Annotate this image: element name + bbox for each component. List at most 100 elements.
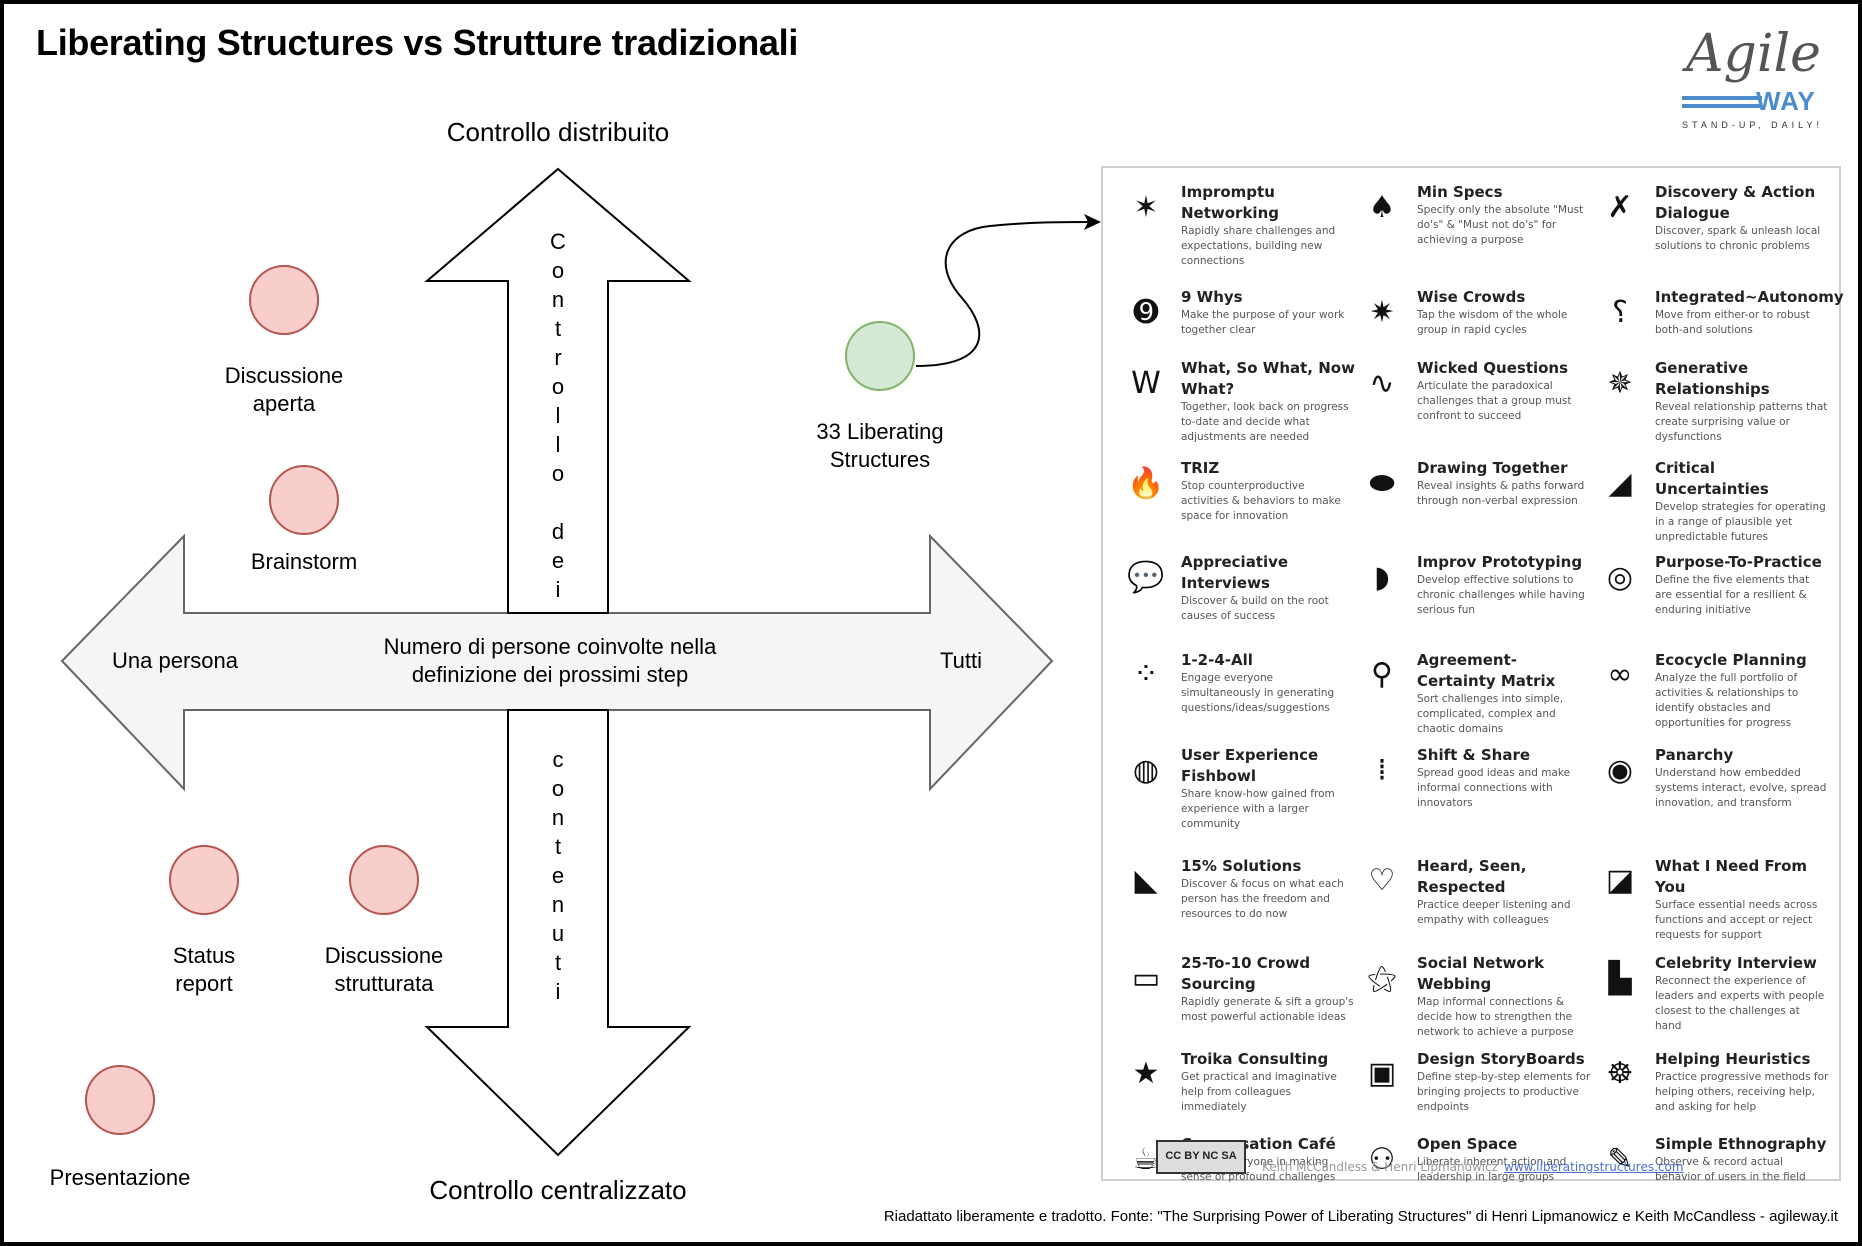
panel-authors: Keith McCandless & Henri Lipmanowicz	[1262, 1160, 1498, 1174]
vertical-letter: l	[555, 432, 561, 457]
network-icon: ⚝	[1367, 960, 1397, 996]
structure-description: Surface essential needs across functions…	[1655, 898, 1818, 941]
structure-description: Reveal relationship patterns that create…	[1655, 401, 1828, 444]
vertical-letter: d	[551, 519, 565, 544]
structure-name: Celebrity Interview	[1655, 954, 1817, 973]
page-title: Liberating Structures vs Strutture tradi…	[36, 22, 799, 63]
structure-name: Panarchy	[1655, 746, 1734, 765]
structure-name: Integrated~Autonomy	[1655, 288, 1844, 306]
axis-label-top: Controllo distribuito	[446, 117, 670, 147]
liberating-structures-link[interactable]: www.liberatingstructures.com	[1504, 1160, 1684, 1174]
structure-name: Wise Crowds	[1417, 288, 1526, 306]
structure-name: Impromptu Networking	[1181, 183, 1279, 223]
mushroom-icon: ♠	[1368, 189, 1396, 225]
node-discussione-aperta[interactable]	[249, 265, 319, 335]
structure-name: What, So What, Now What?	[1181, 359, 1355, 399]
pennant-icon: ◣	[1134, 863, 1158, 899]
structure-name: Critical Uncertainties	[1655, 459, 1769, 499]
node-label-brainstorm: Brainstorm	[250, 549, 358, 574]
vertical-letter: i	[555, 979, 561, 1004]
www-icon: W	[1131, 365, 1161, 401]
structure-name: Design StoryBoards	[1417, 1049, 1585, 1068]
palette-icon: ⬬	[1369, 465, 1395, 501]
structure-description: Practice deeper listening and empathy wi…	[1417, 898, 1571, 926]
structure-name: Wicked Questions	[1417, 359, 1569, 378]
node-presentazione[interactable]	[85, 1065, 155, 1135]
structure-description: Discover & build on the root causes of s…	[1181, 595, 1329, 623]
spiral-icon: ◎	[1606, 559, 1634, 595]
vertical-letter: n	[551, 805, 565, 830]
structure-description: Reconnect the experience of leaders and …	[1655, 975, 1825, 1033]
whys-ball-icon: ➒	[1133, 294, 1159, 330]
nested-arcs-icon: ◉	[1606, 752, 1634, 788]
structure-description: Map informal connections & decide how to…	[1417, 996, 1574, 1039]
node-liberating-structures[interactable]	[845, 321, 915, 391]
structure-description: Move from either-or to robust both-and s…	[1655, 309, 1810, 336]
structure-description: Develop strategies for operating in a ra…	[1655, 501, 1826, 544]
vertical-up-arrow	[424, 167, 692, 614]
structure-name: Helping Heuristics	[1655, 1049, 1811, 1068]
node-discussione-strutturata[interactable]	[349, 845, 419, 915]
structure-description: Develop effective solutions to chronic c…	[1417, 574, 1585, 617]
creative-commons-badge: CC BY NC SA	[1156, 1140, 1246, 1174]
vertical-letter: u	[551, 921, 565, 946]
notepad-icon: ✎	[1607, 1141, 1633, 1177]
structure-name: Troika Consulting	[1181, 1049, 1329, 1068]
speech-bubbles-icon: 💬	[1127, 559, 1165, 595]
structure-name: Social Network Webbing	[1417, 954, 1545, 994]
vertical-letter: o	[551, 374, 565, 399]
structure-description: Define step-by-step elements for bringin…	[1417, 1070, 1591, 1113]
fishbowl-icon: ◍	[1132, 752, 1160, 788]
heart-icon: ♡	[1368, 863, 1396, 899]
structure-name: What I Need From You	[1655, 856, 1808, 896]
structure-description: Sort challenges into simple, complicated…	[1417, 692, 1564, 735]
axis-label-horizontal-line1: Numero di persone coinvolte nella	[383, 634, 717, 659]
structure-name: Open Space	[1417, 1135, 1518, 1154]
axis-label-horizontal-line2: definizione dei prossimi step	[411, 662, 689, 687]
node-brainstorm[interactable]	[269, 465, 339, 535]
crowd-stars-icon: ✷	[1369, 294, 1395, 330]
structure-name: TRIZ	[1181, 459, 1220, 478]
structure-description: Get practical and imaginative help from …	[1181, 1070, 1337, 1113]
logo-tagline: STAND-UP, DAILY!	[1682, 120, 1824, 130]
logo-stripe	[1682, 104, 1762, 108]
top-hat-icon: ▙	[1608, 960, 1632, 996]
structure-description: Understand how embedded systems interact…	[1655, 767, 1827, 810]
node-label-presentazione: Presentazione	[49, 1165, 191, 1190]
structure-name: 15% Solutions	[1181, 856, 1302, 875]
node-status-report[interactable]	[169, 845, 239, 915]
axis-label-left: Una persona	[112, 648, 238, 673]
structure-description: Liberate inherent action and leadership …	[1417, 1156, 1567, 1184]
structure-name: 1-2-4-All	[1181, 650, 1253, 669]
masks-icon: ◗	[1374, 559, 1390, 595]
structure-name: Generative Relationships	[1655, 359, 1770, 399]
meditation-icon: ☸	[1606, 1056, 1634, 1092]
structure-description: Analyze the full portfolio of activities…	[1655, 671, 1799, 729]
structure-description: Define the five elements that are essent…	[1655, 574, 1810, 617]
axis-label-bottom: Controllo centralizzato	[429, 1175, 687, 1205]
structure-name: Agreement-Certainty Matrix	[1417, 650, 1556, 690]
shark-fin-icon: ◢	[1608, 465, 1632, 501]
dots-circle-icon: ⁘	[1133, 657, 1159, 693]
structure-name: Appreciative Interviews	[1181, 553, 1289, 593]
infinity-icon: ∞	[1607, 657, 1633, 693]
